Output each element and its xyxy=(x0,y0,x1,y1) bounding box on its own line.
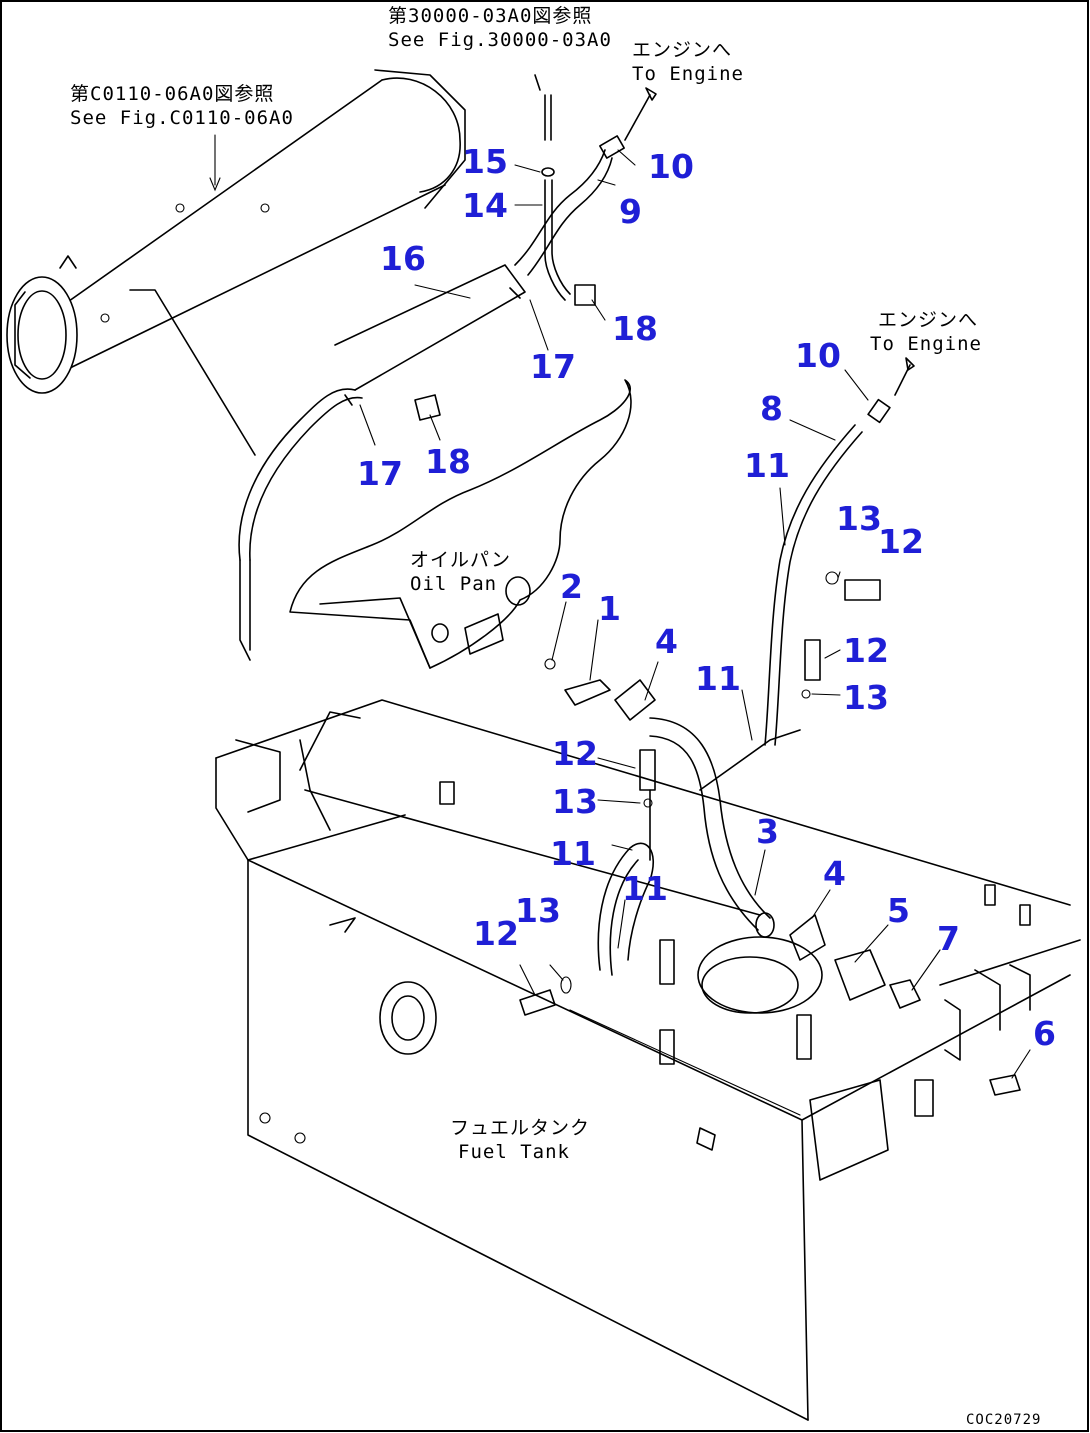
callout-11-b: 11 xyxy=(695,659,741,698)
pipe-16 xyxy=(238,264,526,661)
callout-13-a: 13 xyxy=(836,499,882,538)
callout-15: 15 xyxy=(462,142,508,181)
callout-5: 5 xyxy=(887,891,910,930)
callouts: 1 2 3 4 4 5 6 7 8 9 10 10 11 11 11 11 11… xyxy=(357,142,1056,1053)
callout-13-b: 13 xyxy=(843,678,889,717)
callout-4-upper: 4 xyxy=(655,622,678,661)
callout-18-b: 18 xyxy=(425,442,471,481)
to-engine-note-2-jp: エンジンへ xyxy=(878,309,978,331)
callout-10-lower: 10 xyxy=(795,336,841,375)
callout-14: 14 xyxy=(462,186,508,225)
callout-4-lower: 4 xyxy=(823,854,846,893)
callout-8: 8 xyxy=(760,389,783,428)
callout-17-a: 17 xyxy=(530,347,576,386)
callout-18-a: 18 xyxy=(612,309,658,348)
tube-housing xyxy=(6,69,466,456)
to-engine-note-1-en: To Engine xyxy=(632,63,744,85)
ref-note-top-en: See Fig.30000-03A0 xyxy=(388,29,612,51)
fuel-tank xyxy=(215,699,1081,1421)
notes: 第30000-03A0図参照 See Fig.30000-03A0 第C0110… xyxy=(70,5,1041,1428)
oil-pan xyxy=(289,379,632,669)
drawing-code: COC20729 xyxy=(966,1412,1041,1428)
pipe-14 xyxy=(534,74,571,301)
pipe-8 xyxy=(764,357,915,746)
callout-11-c: 11 xyxy=(550,834,596,873)
ref-note-tube-en: See Fig.C0110-06A0 xyxy=(70,107,294,129)
callout-12-d: 12 xyxy=(473,914,519,953)
callout-16: 16 xyxy=(380,239,426,278)
pipe-lower xyxy=(597,729,801,976)
leader-lines xyxy=(209,134,1031,1079)
callout-11-a: 11 xyxy=(744,446,790,485)
ref-note-top-jp: 第30000-03A0図参照 xyxy=(388,5,592,27)
callout-6: 6 xyxy=(1033,1014,1056,1053)
pipe-9 xyxy=(514,87,657,276)
callout-12-c: 12 xyxy=(552,734,598,773)
callout-9: 9 xyxy=(619,192,642,231)
callout-3: 3 xyxy=(756,812,779,851)
oil-pan-note-en: Oil Pan xyxy=(410,573,497,595)
small-parts xyxy=(344,284,1021,1096)
callout-13-d: 13 xyxy=(515,891,561,930)
ref-note-tube-jp: 第C0110-06A0図参照 xyxy=(70,83,274,105)
fuel-tank-note-en: Fuel Tank xyxy=(458,1141,570,1163)
pipe-3 xyxy=(649,717,775,938)
callout-13-c: 13 xyxy=(552,782,598,821)
to-engine-note-2-en: To Engine xyxy=(870,333,982,355)
callout-7: 7 xyxy=(937,919,960,958)
to-engine-note-1-jp: エンジンへ xyxy=(632,39,732,61)
callout-12-b: 12 xyxy=(843,631,889,670)
callout-11-d: 11 xyxy=(622,869,668,908)
callout-10-upper: 10 xyxy=(648,147,694,186)
callout-2: 2 xyxy=(560,567,583,606)
oil-pan-note-jp: オイルパン xyxy=(410,549,511,571)
callout-17-b: 17 xyxy=(357,454,403,493)
callout-1: 1 xyxy=(598,589,621,628)
callout-12-a: 12 xyxy=(878,522,924,561)
fuel-tank-note-jp: フュエルタンク xyxy=(450,1117,590,1139)
